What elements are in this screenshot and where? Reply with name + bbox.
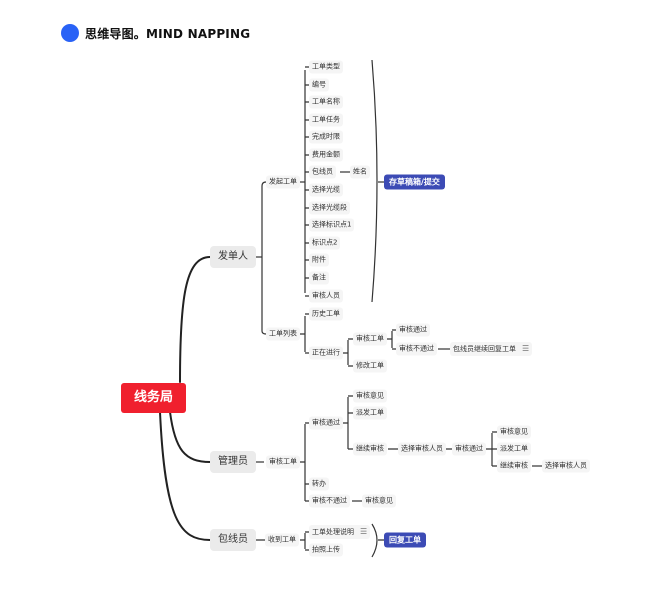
- field-node[interactable]: 选择光缆段: [309, 201, 350, 215]
- note-icon[interactable]: ☰: [360, 527, 368, 536]
- admin-dispatch2-node[interactable]: 派发工单: [497, 442, 531, 456]
- admin-node[interactable]: 管理员: [210, 451, 256, 473]
- issuer-node[interactable]: 发单人: [210, 246, 256, 268]
- field-node[interactable]: 编号: [309, 78, 329, 92]
- admin-pass2-node[interactable]: 审核通过: [452, 442, 486, 456]
- review-order-node[interactable]: 审核工单: [353, 332, 387, 346]
- field-node[interactable]: 工单名称: [309, 95, 343, 109]
- admin-transfer-node[interactable]: 转办: [309, 477, 329, 491]
- field-node[interactable]: 费用金额: [309, 148, 343, 162]
- admin-continue2-node[interactable]: 继续审核: [497, 459, 531, 473]
- admin-continue-node[interactable]: 继续审核: [353, 442, 387, 456]
- history-node[interactable]: 历史工单: [309, 307, 343, 321]
- review-fail-node[interactable]: 审核不通过: [396, 342, 437, 356]
- field-node[interactable]: 备注: [309, 271, 329, 285]
- explain-node[interactable]: 工单处理说明 ☰: [309, 525, 371, 539]
- continue-reply-label: 包线员继续回复工单: [453, 345, 516, 353]
- header: 思维导图。MIND NAPPING: [61, 24, 250, 42]
- field-node[interactable]: 选择光缆: [309, 183, 343, 197]
- field-node[interactable]: 包线员: [309, 165, 336, 179]
- admin-pass-node[interactable]: 审核通过: [309, 416, 343, 430]
- admin-select-reviewer-node[interactable]: 选择审核人员: [398, 442, 446, 456]
- save-submit-summary[interactable]: 存草稿箱/提交: [384, 174, 445, 190]
- receive-order-node[interactable]: 收到工单: [265, 533, 299, 547]
- field-node[interactable]: 标识点2: [309, 236, 341, 250]
- connector-root-admin: [169, 411, 211, 463]
- admin-fail-opinion-node[interactable]: 审核意见: [362, 494, 396, 508]
- in-progress-node[interactable]: 正在进行: [309, 346, 343, 360]
- admin-fail-node[interactable]: 审核不通过: [309, 494, 350, 508]
- admin-opinion2-node[interactable]: 审核意见: [497, 425, 531, 439]
- start-order-node[interactable]: 发起工单: [266, 175, 300, 189]
- field-node[interactable]: 附件: [309, 253, 329, 267]
- connector-root-lineman: [159, 411, 211, 541]
- admin-opinion-node[interactable]: 审核意见: [353, 389, 387, 403]
- admin-review-node[interactable]: 审核工单: [266, 455, 300, 469]
- lineman-name-node[interactable]: 姓名: [350, 165, 370, 179]
- photo-upload-node[interactable]: 拍照上传: [309, 543, 343, 557]
- field-node[interactable]: 选择标识点1: [309, 218, 355, 232]
- field-node[interactable]: 完成时限: [309, 130, 343, 144]
- admin-select2-node[interactable]: 选择审核人员: [542, 459, 590, 473]
- order-list-node[interactable]: 工单列表: [266, 327, 300, 341]
- lineman-node[interactable]: 包线员: [210, 529, 256, 551]
- admin-dispatch-node[interactable]: 派发工单: [353, 406, 387, 420]
- note-icon[interactable]: ☰: [522, 344, 530, 353]
- field-node[interactable]: 审核人员: [309, 289, 343, 303]
- field-node[interactable]: 工单任务: [309, 113, 343, 127]
- connector-root-issuer: [179, 256, 211, 383]
- root-node[interactable]: 线务局: [121, 383, 187, 413]
- reply-order-summary[interactable]: 回复工单: [384, 532, 426, 548]
- review-pass-node[interactable]: 审核通过: [396, 323, 430, 337]
- page-title: 思维导图。MIND NAPPING: [85, 26, 251, 41]
- modify-order-node[interactable]: 修改工单: [353, 359, 387, 373]
- continue-reply-node[interactable]: 包线员继续回复工单 ☰: [450, 342, 533, 356]
- field-node[interactable]: 工单类型: [309, 60, 343, 74]
- explain-label: 工单处理说明: [312, 528, 354, 536]
- header-dot-icon: [61, 24, 79, 42]
